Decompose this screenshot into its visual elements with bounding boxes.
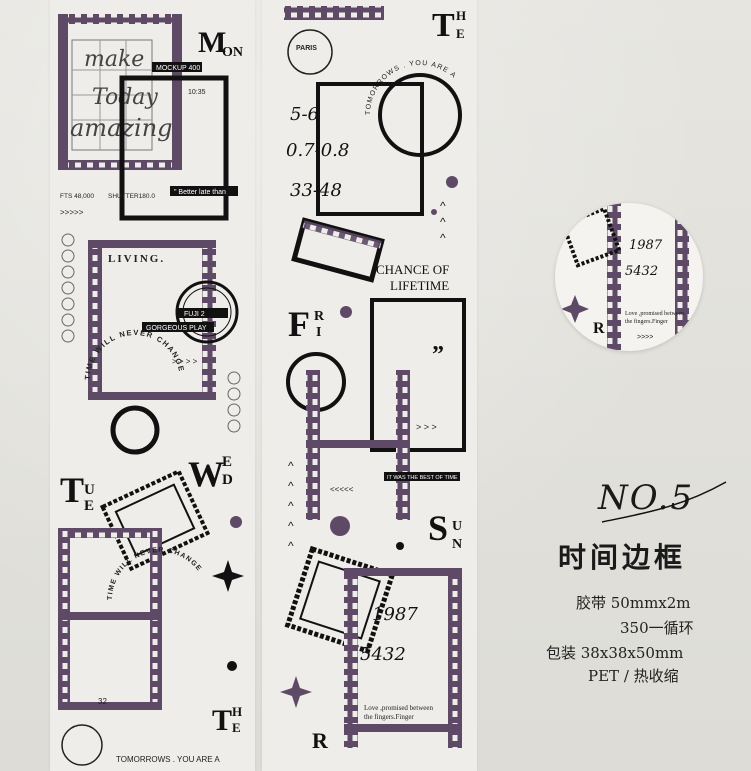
paris-stamp xyxy=(287,29,333,75)
svg-text:5432: 5432 xyxy=(625,264,658,279)
small-ring xyxy=(110,405,160,455)
wed-letters: W xyxy=(188,454,224,494)
fts-label: FTS 48,000 xyxy=(60,193,94,200)
svg-text:E: E xyxy=(84,498,94,514)
svg-text:5432: 5432 xyxy=(360,644,406,665)
svg-text:^: ^ xyxy=(440,199,446,213)
svg-text:> > > >: > > > > xyxy=(172,357,198,366)
black-frame-right xyxy=(316,82,424,216)
chance-label-2: LIFETIME xyxy=(390,278,449,293)
svg-text:H: H xyxy=(232,704,242,719)
film-piece-black xyxy=(291,217,385,283)
best-time-label: IT WAS THE BEST OF TIME xyxy=(387,475,458,481)
script-make: make xyxy=(84,47,144,72)
page-number: 32 xyxy=(98,697,107,706)
svg-text:E: E xyxy=(456,26,465,41)
svg-text:ON: ON xyxy=(222,45,243,60)
mockup-label: MOCKUP 400 xyxy=(156,65,200,72)
product-name: 时间边框 xyxy=(558,541,687,574)
better-late-label: " Better late than xyxy=(174,189,226,196)
svg-text:N: N xyxy=(452,537,462,552)
spec-cycle: 350一循环 xyxy=(620,619,694,637)
spec-tape: 胶带 50mmx2m xyxy=(576,594,691,612)
the-letters-bottom: T xyxy=(212,704,232,737)
svg-text:1987: 1987 xyxy=(629,238,663,253)
svg-text:PARIS: PARIS xyxy=(296,45,317,52)
spec-material: PET / 热收缩 xyxy=(588,667,679,685)
tape-roll-sample: 1987 5432 Love ,promised between the fin… xyxy=(555,203,703,351)
script-today: Today xyxy=(92,85,158,110)
sparkle-icon xyxy=(212,560,244,592)
numbers-2: 0.7-0.8 xyxy=(286,140,349,161)
spec-pack: 包装 38x38x50mm xyxy=(546,644,684,662)
circle-column xyxy=(61,233,241,433)
gorgeous-label: GORGEOUS PLAY xyxy=(146,325,207,332)
fuji-stamp-circle xyxy=(175,280,239,344)
fri-letters: F xyxy=(288,304,310,344)
mon-letters: M xyxy=(198,26,226,59)
love-label-2: the fingers.Finger xyxy=(364,713,414,721)
svg-text:the fingers.Finger: the fingers.Finger xyxy=(625,318,668,325)
tue-letters: T xyxy=(60,470,84,510)
svg-text:”: ” xyxy=(432,342,444,368)
svg-text:U: U xyxy=(84,482,95,498)
numbers-3: 33-48 xyxy=(290,180,342,201)
product-number: NO.5 xyxy=(598,478,695,518)
no-underline-swash xyxy=(601,481,727,523)
svg-text:^: ^ xyxy=(440,215,446,229)
sun-letters: S xyxy=(428,508,448,548)
svg-text:H: H xyxy=(456,8,466,23)
r-letter: R xyxy=(312,728,329,753)
svg-text:1987: 1987 xyxy=(372,604,418,625)
svg-text:U: U xyxy=(452,519,462,534)
fuji-label: FUJI 2 xyxy=(184,311,205,318)
svg-text:^: ^ xyxy=(288,539,294,553)
film-frame-bottom-left xyxy=(58,528,162,710)
svg-text:R: R xyxy=(593,320,605,337)
black-frame-left xyxy=(119,75,229,221)
svg-text:>>>>: >>>> xyxy=(637,334,653,341)
love-label-1: Love ,promised between xyxy=(364,704,434,712)
time-label: 10:35 xyxy=(188,89,206,96)
svg-text:D: D xyxy=(222,472,233,488)
svg-text:^: ^ xyxy=(288,459,294,473)
svg-text:Love ,promised between: Love ,promised between xyxy=(625,311,684,317)
film-strip-top-right xyxy=(284,6,384,20)
shutter-label: SHUTTER180.0 xyxy=(108,193,155,200)
film-frame-middle-left xyxy=(88,240,216,400)
svg-text:> > >: > > > xyxy=(416,422,437,432)
svg-text:<<<<<: <<<<< xyxy=(330,485,354,494)
the-letters-top: T xyxy=(432,7,455,44)
black-frame-tall xyxy=(370,298,466,452)
svg-text:^: ^ xyxy=(288,519,294,533)
stamp-frame-right xyxy=(284,545,396,655)
arrows-left-1: >>>>> xyxy=(60,208,84,217)
numbers-1: 5-6 xyxy=(290,104,319,125)
living-label: LIVING. xyxy=(108,253,165,265)
svg-text:^: ^ xyxy=(288,479,294,493)
film-frame-bottom-right xyxy=(344,568,462,748)
svg-text:R: R xyxy=(314,309,325,324)
tape-strip-right xyxy=(262,0,477,771)
chance-label-1: CHANCE OF xyxy=(376,262,449,277)
svg-text:E: E xyxy=(222,454,232,470)
sparkle-icon-right xyxy=(280,676,312,708)
svg-text:^: ^ xyxy=(288,499,294,513)
svg-text:^: ^ xyxy=(440,231,446,245)
tomorrows-bottom: TOMORROWS . YOU ARE A xyxy=(116,755,220,764)
film-frame-middle-right xyxy=(306,370,410,520)
svg-text:E: E xyxy=(232,720,241,735)
svg-text:I: I xyxy=(316,325,321,340)
